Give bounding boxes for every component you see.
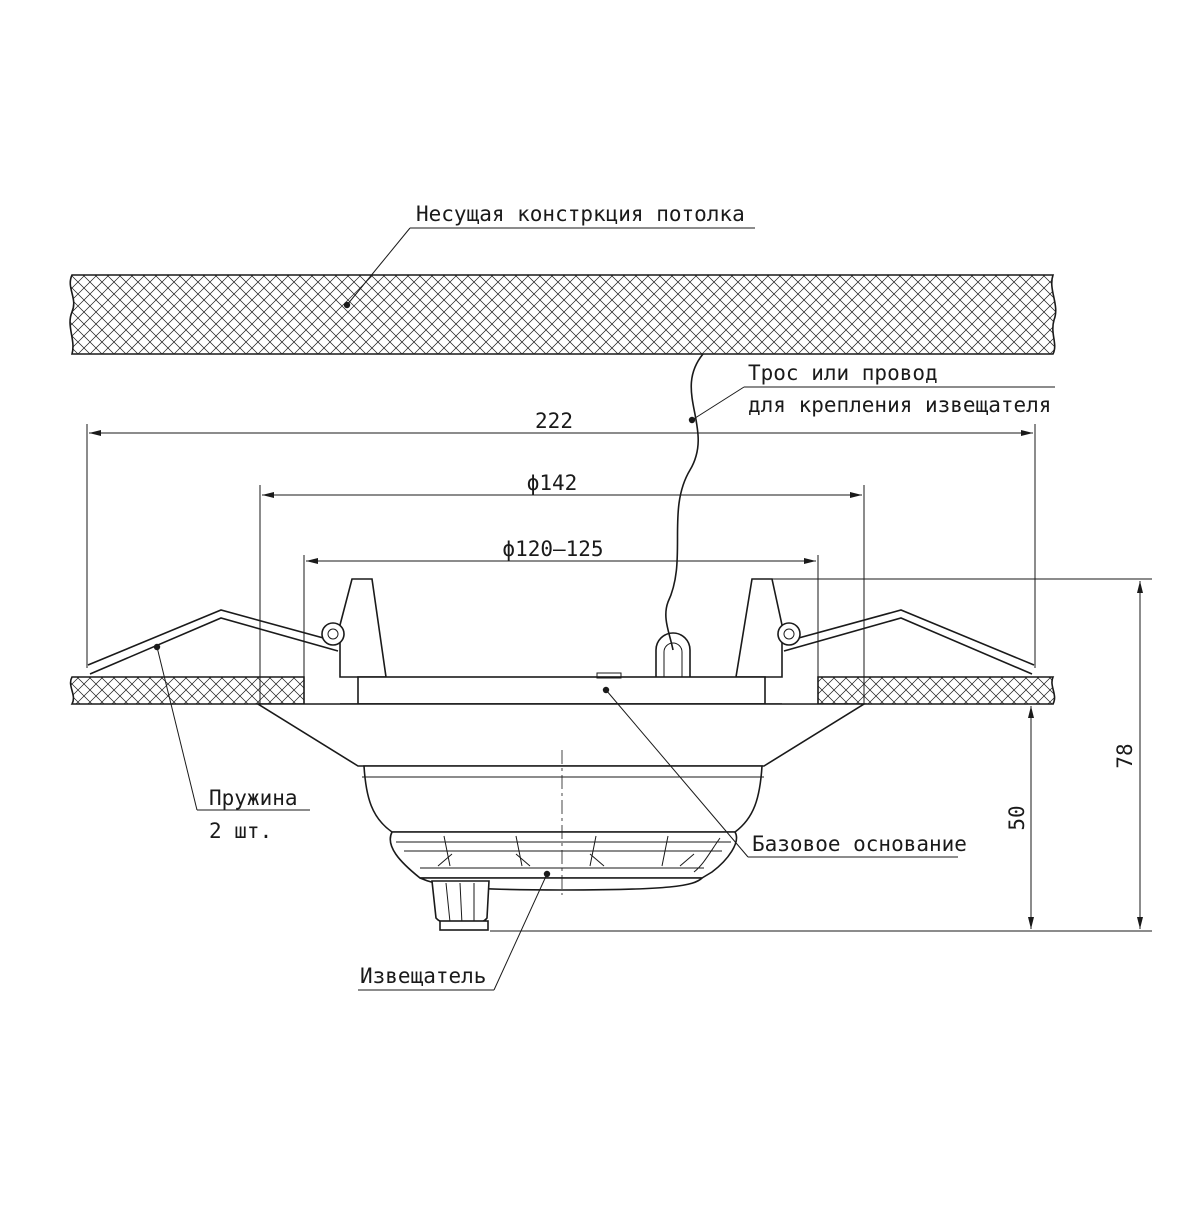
label-spring-line1: Пружина — [209, 786, 298, 810]
suspension-cable — [665, 353, 704, 651]
label-detector: Извещатель — [360, 964, 486, 988]
leader-detector: Извещатель — [358, 870, 551, 991]
dim-cutout-diameter: ϕ120–125 — [502, 537, 603, 561]
dim-total-height: 78 — [1113, 743, 1137, 768]
ceiling-panel-left — [69, 676, 305, 705]
label-ceiling-structure: Несущая констркция потолка — [416, 202, 745, 226]
label-cable-line2: для крепления извещателя — [748, 393, 1051, 417]
leader-spring: Пружина 2 шт. — [153, 643, 310, 843]
dim-overall-width: 222 — [535, 409, 573, 433]
structural-slab — [69, 274, 1057, 355]
ceiling-panel-right — [817, 676, 1056, 705]
dimensions: 222 ϕ142 ϕ120–125 50 78 — [86, 409, 1152, 932]
leader-base: Базовое основание — [602, 686, 967, 858]
leader-cable: Трос или провод для крепления извещателя — [688, 361, 1055, 424]
label-base: Базовое основание — [752, 832, 967, 856]
label-spring-line2: 2 шт. — [209, 819, 272, 843]
dim-outer-diameter: ϕ142 — [527, 471, 578, 495]
label-cable-line1: Трос или провод — [748, 361, 938, 385]
dim-height-below-ceiling: 50 — [1005, 805, 1029, 830]
spring-left — [87, 609, 339, 675]
detector-head — [389, 750, 738, 931]
mounting-base — [255, 578, 867, 833]
spring-right — [783, 609, 1035, 675]
leader-ceiling-structure: Несущая констркция потолка — [343, 202, 755, 309]
